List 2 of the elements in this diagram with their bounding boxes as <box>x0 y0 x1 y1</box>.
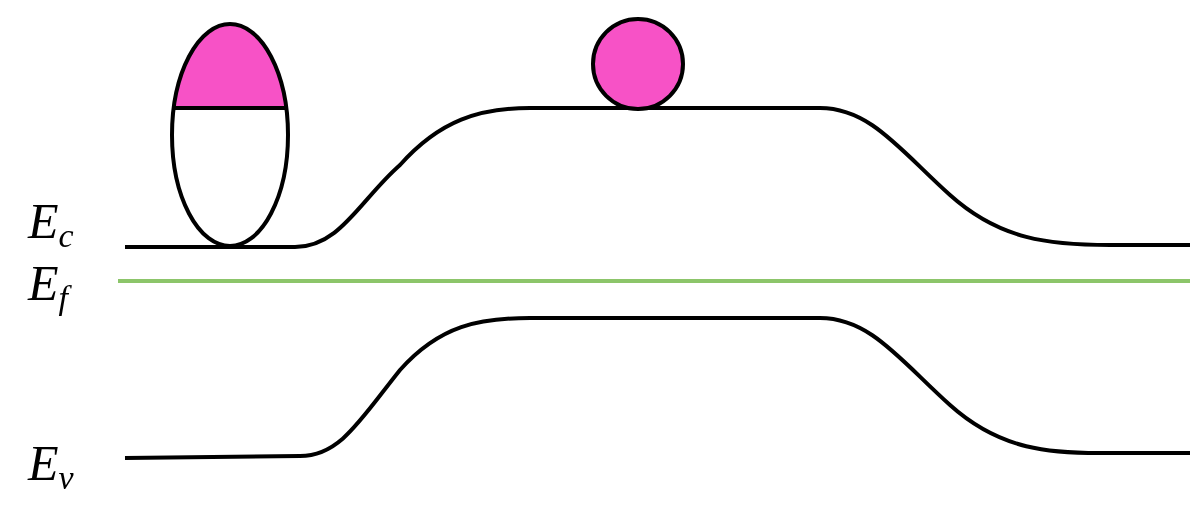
band-label: E$_{v}$ <box>28 438 74 495</box>
band-label: E$_{c}$ <box>28 196 74 253</box>
